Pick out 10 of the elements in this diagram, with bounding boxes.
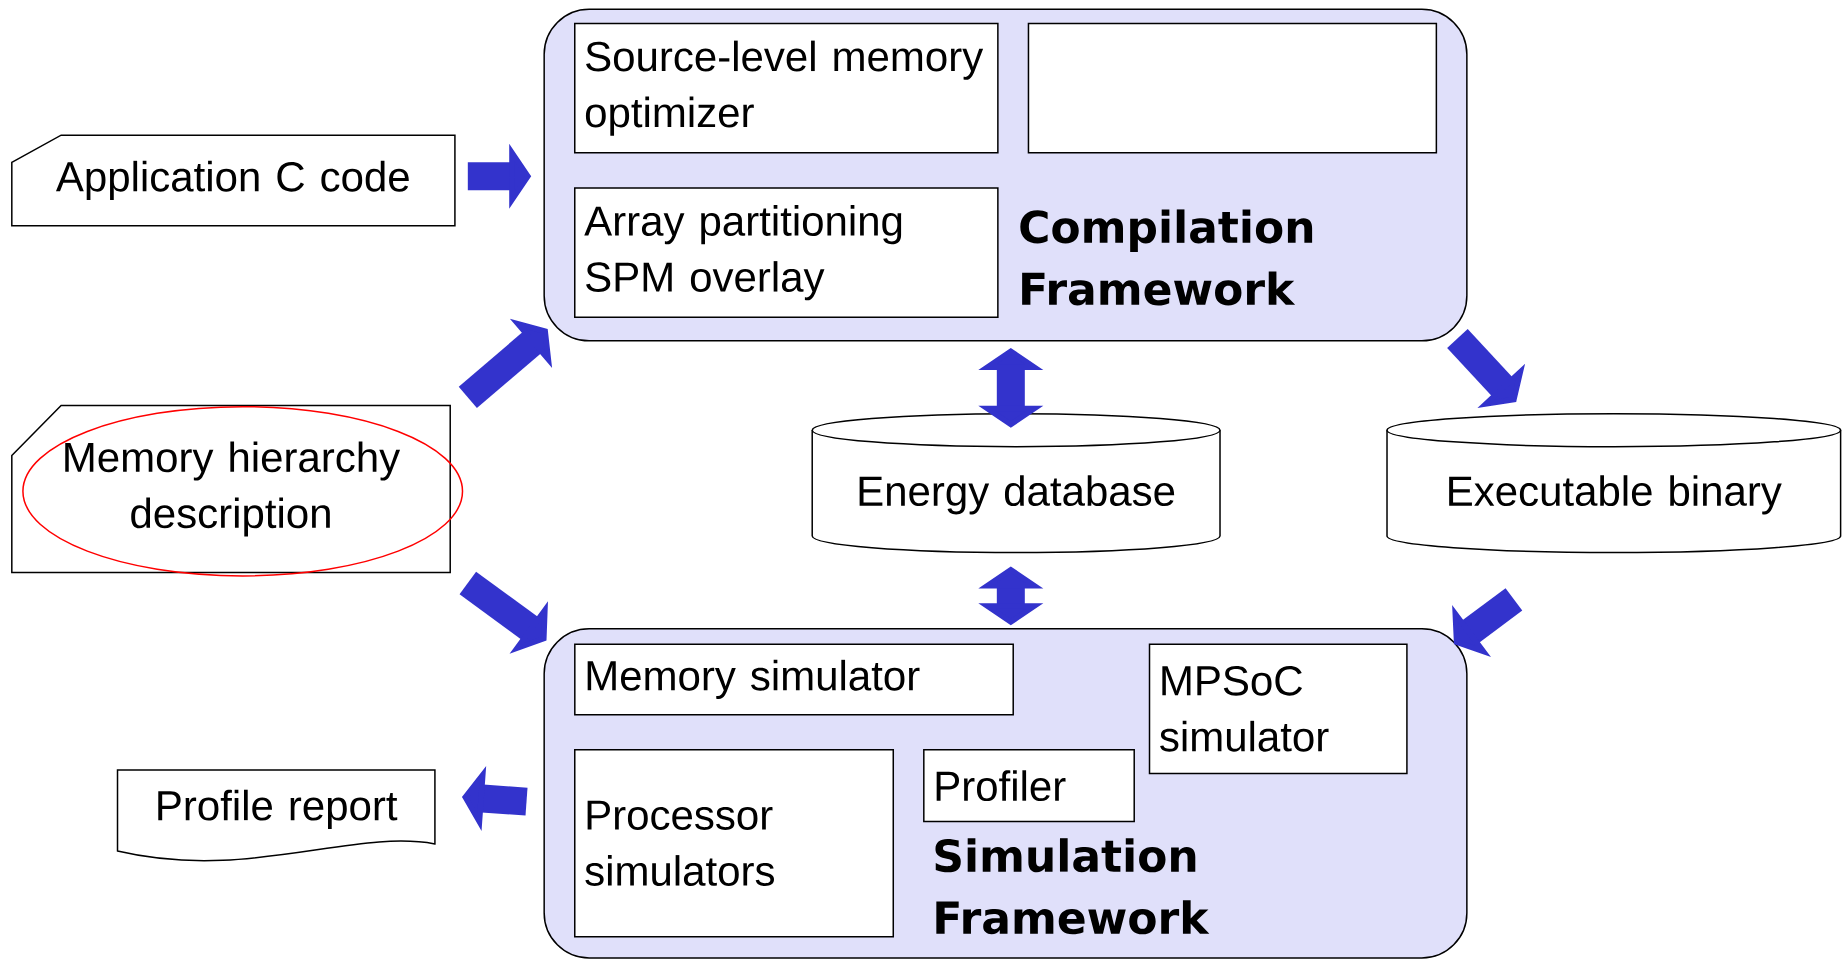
process-box: Source-level memory optimizer <box>574 22 999 154</box>
process-box: Memory simulator <box>574 643 1014 716</box>
empty-box <box>1027 22 1438 154</box>
database-cylinder: Executable binary <box>1386 412 1842 554</box>
block-arrow <box>1452 588 1523 658</box>
process-box: Array partitioning SPM overlay <box>574 187 999 319</box>
process-box: MPSoC simulator <box>1148 643 1408 775</box>
process-box: Processor simulators <box>574 749 894 938</box>
database-cylinder: Energy database <box>811 412 1221 554</box>
process-box: Profiler <box>923 749 1135 823</box>
